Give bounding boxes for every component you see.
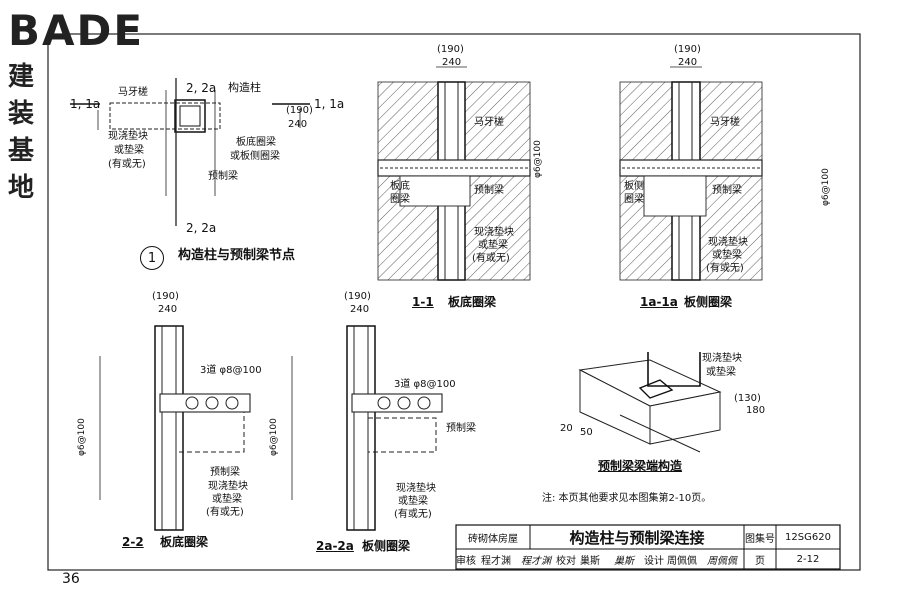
s2a-yuzhiliang: 预制梁 xyxy=(446,423,476,434)
logo-brand: BADE xyxy=(8,6,145,55)
s2a-huodianliang: 或垫梁 xyxy=(398,496,428,507)
s11-dim-190: (190) xyxy=(437,44,464,55)
s11-huodianliang: 或垫梁 xyxy=(478,240,508,251)
tb-designer-sign: 周佩佩 xyxy=(707,555,737,567)
s11-xianjiao: 现浇垫块 xyxy=(474,227,514,238)
s2a-dim-240: 240 xyxy=(350,304,370,315)
s2a-caption-id: 2a-2a xyxy=(316,539,354,553)
s22-caption-id: 2-2 xyxy=(122,535,144,549)
s11-dim-240: 240 xyxy=(442,57,462,68)
s2a-xianjiao: 现浇垫块 xyxy=(396,483,436,494)
dim-240: 240 xyxy=(288,119,308,130)
tb-proofer: 巢斯 xyxy=(580,555,600,567)
tb-atlas-no: 12SG620 xyxy=(785,531,831,543)
s22-dim-190: (190) xyxy=(152,291,179,302)
sheet-border xyxy=(47,33,861,571)
s1a-youhuowu: (有或无) xyxy=(706,263,744,274)
tb-proof-label: 校对 xyxy=(556,555,576,567)
s22-yuzhiliang: 预制梁 xyxy=(210,467,240,478)
be-dim-130: (130) xyxy=(734,393,761,404)
s2a-stirrup: 3道 φ8@100 xyxy=(394,379,456,390)
marker-1-1a-left: 1, 1a xyxy=(70,97,101,111)
page-note: 注: 本页其他要求见本图集第2-10页。 xyxy=(542,493,712,504)
title-block: 砖砌体房屋 构造柱与预制梁连接 图集号 12SG620 审核 程才渊 程才渊 校… xyxy=(456,525,840,569)
s1a-huodianliang: 或垫梁 xyxy=(712,250,742,261)
tb-page-no: 2-12 xyxy=(796,553,820,565)
s11-caption-id: 1-1 xyxy=(412,295,434,309)
s2a-dim-190: (190) xyxy=(344,291,371,302)
s11-mayacha: 马牙槎 xyxy=(474,117,504,128)
s1a-caption-id: 1a-1a xyxy=(640,295,678,309)
section-2-2 xyxy=(99,325,251,531)
s1a-caption-text: 板侧圈梁 xyxy=(684,295,733,309)
plan-detail xyxy=(70,78,310,226)
s11-bandi: 板底 xyxy=(390,181,410,192)
section-2a-2a xyxy=(291,325,443,531)
be-xianjiao: 现浇垫块 xyxy=(702,353,742,364)
section-1a-1a xyxy=(619,66,763,281)
tb-page-label: 页 xyxy=(755,555,765,567)
s22-stirrup: 3道 φ8@100 xyxy=(200,365,262,376)
s11-rebar: φ6@100 xyxy=(533,140,543,178)
label-youhuowu: (有或无) xyxy=(108,159,146,170)
s1a-xianjiao: 现浇垫块 xyxy=(708,237,748,248)
s1a-banice: 板侧 xyxy=(624,181,644,192)
tb-checker-sign: 程才渊 xyxy=(521,555,551,567)
s1a-yuzhiliang: 预制梁 xyxy=(712,185,742,196)
be-dim-50b: 50 xyxy=(580,427,593,438)
s11-youhuowu: (有或无) xyxy=(472,253,510,264)
label-yuzhiliang: 预制梁 xyxy=(208,171,238,182)
s1a-mayacha: 马牙槎 xyxy=(710,117,740,128)
node-number-circle: 1 xyxy=(140,246,164,270)
s11-caption-text: 板底圈梁 xyxy=(448,295,497,309)
s2a-caption-text: 板侧圈梁 xyxy=(362,539,411,553)
section-1-1 xyxy=(377,66,531,281)
label-huodianliang: 或垫梁 xyxy=(114,145,144,156)
tb-designer: 周佩佩 xyxy=(667,555,697,567)
s1a-dim-190: (190) xyxy=(674,44,701,55)
title-block-frame xyxy=(455,524,841,570)
be-caption: 预制梁梁端构造 xyxy=(598,459,683,473)
page-number: 36 xyxy=(62,571,80,587)
beam-end-detail xyxy=(578,352,722,453)
be-dim-20: 20 xyxy=(560,423,573,434)
marker-2-2a-top: 2, 2a xyxy=(186,81,217,95)
tb-proofer-sign: 巢斯 xyxy=(614,555,634,567)
marker-1-1a-right: 1, 1a xyxy=(314,97,345,111)
s22-youhuowu: (有或无) xyxy=(206,507,244,518)
s22-xianjiao: 现浇垫块 xyxy=(208,481,248,492)
s22-dim-240: 240 xyxy=(158,304,178,315)
tb-category: 砖砌体房屋 xyxy=(468,533,518,545)
node-title: 构造柱与预制梁节点 xyxy=(178,248,296,263)
tb-title: 构造柱与预制梁连接 xyxy=(569,528,705,547)
be-dim-180: 180 xyxy=(746,405,766,416)
s1a-quanliang: 圈梁 xyxy=(624,194,644,205)
label-huobanceq: 或板侧圈梁 xyxy=(230,151,280,162)
logo-subtitle: 建装基地 xyxy=(8,62,41,203)
be-huodianliang: 或垫梁 xyxy=(706,367,736,378)
s11-quanliang: 圈梁 xyxy=(390,194,410,205)
tb-check-label: 审核 xyxy=(456,555,476,567)
s1a-dim-240: 240 xyxy=(678,57,698,68)
label-bandiquanliang: 板底圈梁 xyxy=(236,137,276,148)
tb-checker: 程才渊 xyxy=(481,555,511,567)
tb-design-label: 设计 xyxy=(644,555,664,567)
s22-caption-text: 板底圈梁 xyxy=(160,535,209,549)
label-mayacha: 马牙槎 xyxy=(118,87,148,98)
label-gouzaozhu: 构造柱 xyxy=(228,81,261,94)
s1a-rebar: φ6@100 xyxy=(821,168,831,206)
s11-yuzhiliang: 预制梁 xyxy=(474,185,504,196)
s2a-youhuowu: (有或无) xyxy=(394,509,432,520)
tb-atlas-label: 图集号 xyxy=(745,533,775,545)
label-xianjiao: 现浇垫块 xyxy=(108,131,148,142)
dim-190: (190) xyxy=(286,105,313,116)
marker-2-2a-bottom: 2, 2a xyxy=(186,221,217,235)
s22-huodianliang: 或垫梁 xyxy=(212,494,242,505)
s2a-rebar: φ6@100 xyxy=(269,418,279,456)
s22-rebar: φ6@100 xyxy=(77,418,87,456)
